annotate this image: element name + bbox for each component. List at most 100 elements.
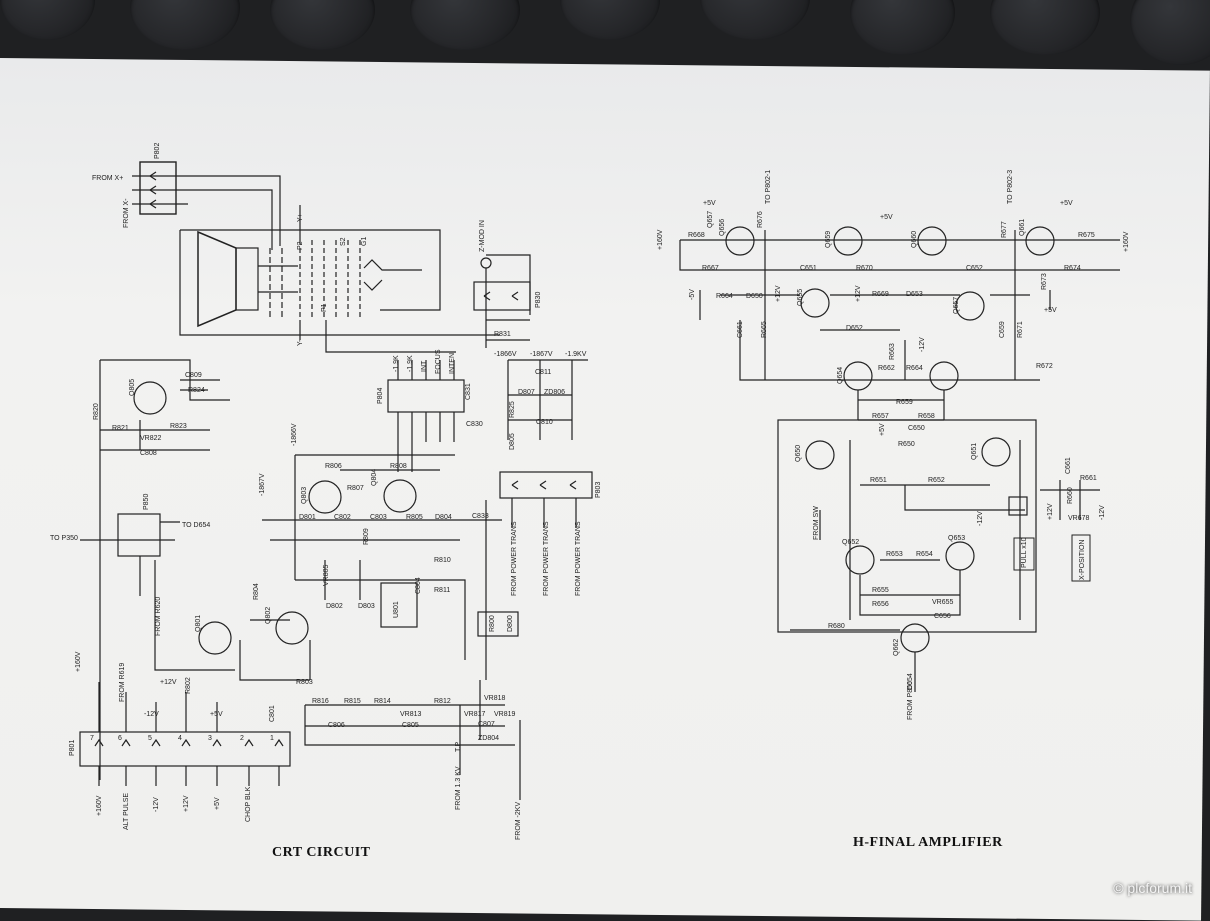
label-d807: D807: [518, 389, 535, 396]
label-r654: R654: [916, 551, 933, 558]
label-r800: R800: [489, 615, 496, 632]
label-c805: C805: [402, 722, 419, 729]
label-q652: Q652: [842, 539, 859, 546]
label-y-minus: Y-: [297, 339, 304, 346]
label-c661: C661: [737, 321, 744, 338]
label-q660: Q660: [911, 231, 918, 248]
label-g1: G1: [361, 237, 368, 246]
label-bottom-plus12: +12V: [183, 795, 190, 812]
label-q656: Q656: [719, 219, 726, 236]
label-from-p850: FROM P850: [907, 681, 914, 720]
label-x-position: X-POSITION: [1079, 540, 1086, 580]
label-r805: R805: [406, 514, 423, 521]
label-q661: Q661: [1019, 219, 1026, 236]
label-d805: D805: [509, 433, 516, 450]
label-r810: R810: [434, 557, 451, 564]
label-y-plus: Y+: [297, 213, 304, 222]
label-from-x-minus: FROM X-: [123, 198, 130, 228]
label-q657: Q657: [707, 211, 714, 228]
label-vr655: VR655: [932, 599, 954, 606]
label-p804-pin-1k: -1.9K: [393, 355, 400, 372]
label-vr822: VR822: [140, 435, 162, 442]
label-19kv: -1.9KV: [565, 351, 587, 358]
label-from-r620: FROM R620: [155, 597, 162, 636]
label-p804-pin-int: INT: [421, 360, 428, 372]
label-d804: D804: [435, 514, 452, 521]
label-minus12: -12V: [919, 337, 926, 352]
label-p830: P830: [535, 292, 542, 308]
label-s2: S2: [340, 237, 347, 246]
label-r804: R804: [253, 583, 260, 600]
label-c656: C656: [934, 613, 951, 620]
label-q804: Q804: [371, 469, 378, 486]
label-r662: R662: [878, 365, 895, 372]
label-plus12-top: +12V: [160, 679, 177, 686]
label-vr813: VR813: [400, 711, 422, 718]
label-p802: P802: [154, 143, 161, 159]
label-plus5-c: +5V: [1060, 200, 1073, 207]
label-r816: R816: [312, 698, 329, 705]
label-c801: C801: [269, 705, 276, 722]
label-q655: Q655: [797, 289, 804, 306]
label-minus12-top: -12V: [144, 711, 159, 718]
label-bottom-minus12: -12V: [153, 797, 160, 812]
label-c652: C652: [966, 265, 983, 272]
label-r661: R661: [1080, 475, 1097, 482]
label-r807: R807: [347, 485, 364, 492]
label-c810: C810: [536, 419, 553, 426]
label-r675: R675: [1078, 232, 1095, 239]
label-r814: R814: [374, 698, 391, 705]
label-u801: U801: [393, 601, 400, 618]
label-r659: R659: [896, 399, 913, 406]
label-q801: Q801: [195, 615, 202, 632]
label-r671: R671: [1017, 321, 1024, 338]
label-r831: R831: [494, 331, 511, 338]
label-from-2kv: FROM -2KV: [515, 802, 522, 840]
label-r676: R676: [757, 211, 764, 228]
label-from-pt3: FROM POWER TRANS: [575, 521, 582, 596]
caption-crt-circuit: CRT CIRCUIT: [272, 845, 371, 860]
label-r821: R821: [112, 425, 129, 432]
label-p804-pin-focus: FOCUS: [435, 349, 442, 374]
label-d801: D801: [299, 514, 316, 521]
label-c830: C830: [466, 421, 483, 428]
label-q654: Q654: [837, 367, 844, 384]
label-d802: D802: [326, 603, 343, 610]
label-vr818: VR818: [484, 695, 506, 702]
label-r825: R825: [509, 401, 516, 418]
label-p850: P850: [143, 494, 150, 510]
label-zd804: ZD804: [478, 735, 499, 742]
label-bottom-alt-pulse: ALT PULSE: [123, 793, 130, 830]
label-d650: D650: [746, 293, 763, 300]
label-bottom-chop-blk: CHOP BLK: [245, 786, 252, 822]
label-q662: Q662: [893, 639, 900, 656]
label-zd806: ZD806: [544, 389, 565, 396]
label-from-13kv: FROM 1.3 KV: [455, 766, 462, 810]
label-r652: R652: [928, 477, 945, 484]
label-vr805: VR805: [323, 564, 330, 586]
label-r653: R653: [886, 551, 903, 558]
label-vr819: VR819: [494, 711, 516, 718]
label-pin-4: 4: [178, 735, 182, 742]
label-r677: R677: [1001, 221, 1008, 238]
label-c833: C833: [472, 513, 489, 520]
label-q805: Q805: [129, 379, 136, 396]
label-1867v-mid: -1867V: [259, 473, 266, 496]
label-plus160-top: +160V: [75, 651, 82, 672]
label-r674: R674: [1064, 265, 1081, 272]
label-bottom-160v: +160V: [96, 795, 103, 816]
label-plus5-f: +5V: [879, 423, 886, 436]
caption-h-final-amplifier: H-FINAL AMPLIFIER: [853, 835, 1003, 850]
label-plus5-top: +5V: [210, 711, 223, 718]
label-q653: Q653: [948, 535, 965, 542]
label-pin-5: 5: [148, 735, 152, 742]
label-r811: R811: [434, 587, 450, 594]
label-r664: R664: [716, 293, 733, 300]
label-to-p350: TO P350: [50, 535, 78, 542]
label-p804: P804: [377, 388, 384, 404]
label-1866v: -1866V: [494, 351, 517, 358]
label-c803: C803: [370, 514, 387, 521]
label-c650: C650: [908, 425, 925, 432]
label-r668: R668: [688, 232, 705, 239]
